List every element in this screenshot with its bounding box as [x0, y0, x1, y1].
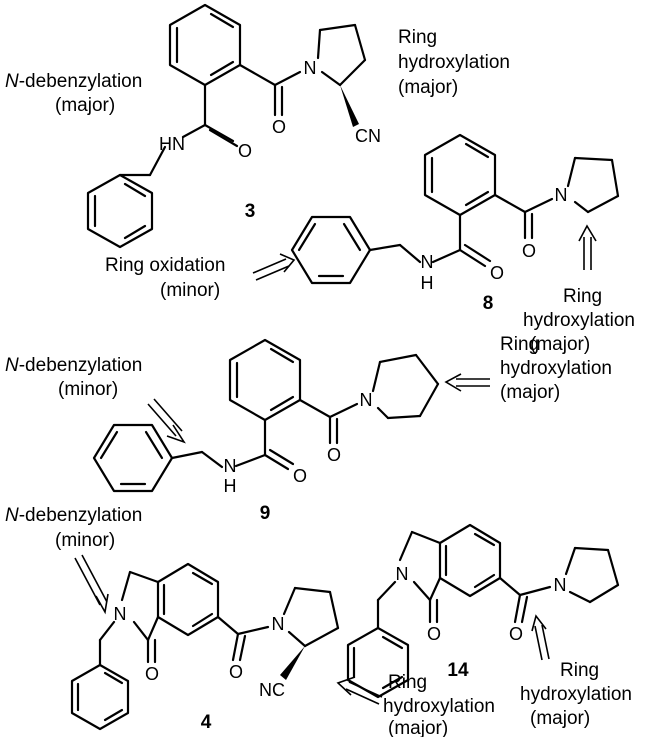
annotation-8-ring: Ring	[563, 286, 602, 307]
compound-number-3: 3	[245, 201, 256, 222]
annotation-14-hydroxylation: hydroxylation	[520, 684, 632, 705]
annotation-8-hydroxylation-major: (major)	[530, 334, 590, 355]
atom-O: O	[509, 624, 523, 644]
atom-H: H	[224, 476, 237, 496]
atom-O: O	[293, 466, 307, 486]
annotation-3-hydroxylation: hydroxylation	[398, 52, 510, 73]
annotation-4-debenzylation-minor: (minor)	[55, 530, 115, 551]
annotation-3-debenzylation: N-debenzylation	[5, 71, 142, 92]
annotation-9-hydroxylation: hydroxylation	[500, 358, 612, 379]
double-arrow-icon	[74, 554, 109, 615]
compound-number-9: 9	[260, 503, 271, 524]
atom-O: O	[522, 241, 536, 261]
atom-N: N	[304, 58, 317, 78]
compound-number-4: 4	[201, 712, 212, 733]
atom-O: O	[272, 117, 286, 137]
annotation-3-hydroxylation-major: (major)	[398, 77, 458, 98]
annotation-14-ring: Ring	[560, 660, 599, 681]
atom-N: N	[396, 564, 409, 584]
annotation-8-ring-oxidation: Ring oxidation	[105, 255, 225, 276]
annotation-4-hydroxylation: hydroxylation	[383, 696, 495, 717]
atom-HN: HN	[159, 134, 185, 154]
double-arrow-icon	[252, 253, 296, 281]
double-arrow-icon	[336, 676, 383, 705]
double-arrow-icon	[147, 398, 186, 444]
atom-O: O	[238, 141, 252, 161]
atom-O: O	[145, 664, 159, 684]
annotation-4-debenzylation: N-debenzylation	[5, 505, 142, 526]
atom-N: N	[421, 252, 434, 272]
atom-N: N	[555, 185, 568, 205]
annotation-14-hydroxylation-major: (major)	[530, 708, 590, 729]
atom-N: N	[224, 456, 237, 476]
atom-O: O	[229, 662, 243, 682]
atom-H: H	[421, 273, 434, 293]
compound-3: N O O HN CN 3	[86, 3, 381, 249]
annotation-8-hydroxylation: hydroxylation	[523, 310, 635, 331]
atom-N: N	[554, 575, 567, 595]
compound-number-8: 8	[483, 293, 494, 314]
atom-N: N	[360, 390, 373, 410]
annotation-9-ring: Ring	[500, 334, 539, 355]
compound-4: N O O N NC 4	[70, 562, 340, 733]
double-arrow-icon	[444, 373, 490, 392]
atom-O: O	[427, 624, 441, 644]
atom-CN: CN	[355, 126, 381, 146]
compound-number-14: 14	[447, 660, 469, 681]
atom-N: N	[272, 614, 285, 634]
annotation-4-hydroxylation-major: (major)	[388, 718, 448, 737]
double-arrow-icon	[531, 614, 550, 661]
annotation-3-ring: Ring	[398, 27, 437, 48]
annotation-9-debenzylation-minor: (minor)	[58, 379, 118, 400]
atom-O: O	[490, 263, 504, 283]
compound-14: N O O N 14	[346, 523, 620, 699]
compound-8: N O O N H 8	[290, 133, 620, 314]
atom-NC: NC	[259, 680, 285, 700]
annotation-4-ring: Ring	[388, 672, 427, 693]
compound-9: N O O N H 9	[92, 338, 440, 524]
annotation-9-hydroxylation-major: (major)	[500, 382, 560, 403]
atom-N: N	[114, 604, 127, 624]
annotation-3-debenzylation-major: (major)	[55, 95, 115, 116]
annotation-8-oxidation-minor: (minor)	[160, 280, 220, 301]
annotation-9-debenzylation: N-debenzylation	[5, 355, 142, 376]
atom-O: O	[327, 445, 341, 465]
double-arrow-icon	[578, 224, 597, 270]
